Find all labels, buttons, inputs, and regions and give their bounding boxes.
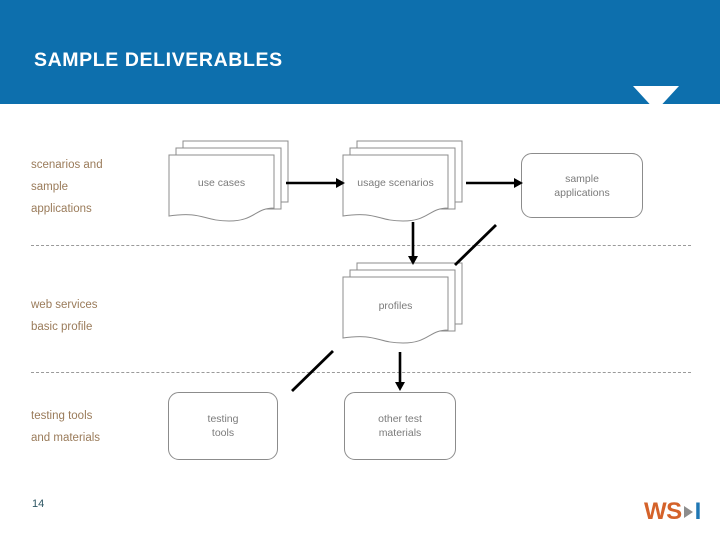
node-label-profiles: profiles	[378, 300, 413, 312]
connector-testing-tools-to-profiles	[289, 348, 337, 394]
connector-use-cases-to-usage-scenarios	[286, 176, 346, 190]
connector-usage-scenarios-to-sample-applications	[466, 176, 524, 190]
node-label-line: sample	[565, 172, 599, 185]
connector-usage-scenarios-to-profiles	[406, 222, 420, 266]
connector-profiles-to-other-test-materials	[393, 352, 407, 392]
node-label-line: other test	[378, 413, 422, 425]
row-label-line: web services	[31, 299, 98, 311]
logo-wordmark: WS	[644, 498, 682, 525]
row-label-line: basic profile	[31, 321, 93, 333]
triangle-right-icon	[683, 506, 693, 518]
row-label-scenarios: scenarios and sample applications	[31, 154, 103, 220]
connector-profiles-to-sample-applications	[452, 222, 500, 268]
node-profiles[interactable]	[341, 260, 465, 346]
wsi-logo: WS I	[644, 499, 701, 525]
row-label-web-services: web services basic profile	[31, 294, 97, 338]
page-title: SAMPLE DELIVERABLES	[34, 49, 283, 71]
row-label-testing-tools: testing tools and materials	[31, 405, 100, 449]
row-label-line: sample	[31, 181, 69, 193]
row-label-line: and materials	[31, 432, 101, 444]
header-triangle-icon	[633, 86, 679, 111]
logo-lettermark: I	[694, 498, 702, 525]
node-label-line: materials	[378, 427, 422, 439]
node-label-line: testing	[207, 413, 239, 425]
row-label-line: applications	[31, 203, 92, 215]
row-label-line: scenarios and	[31, 159, 103, 171]
node-testing-tools[interactable]: testing tools	[168, 392, 278, 460]
row-separator-2	[31, 372, 691, 373]
node-usage-scenarios[interactable]	[341, 138, 465, 224]
row-label-line: testing tools	[31, 410, 93, 422]
page-number: 14	[32, 498, 45, 510]
node-label-usage-scenarios: usage scenarios	[357, 177, 434, 189]
node-label-line: applications	[554, 186, 610, 199]
header-band	[0, 0, 720, 104]
node-label-line: tools	[211, 427, 235, 439]
node-label-use-cases: use cases	[197, 177, 246, 189]
node-sample-applications[interactable]: sample applications	[521, 153, 643, 218]
node-use-cases[interactable]	[167, 138, 291, 224]
row-separator-1	[31, 245, 691, 246]
node-other-test-materials[interactable]: other test materials	[344, 392, 456, 460]
